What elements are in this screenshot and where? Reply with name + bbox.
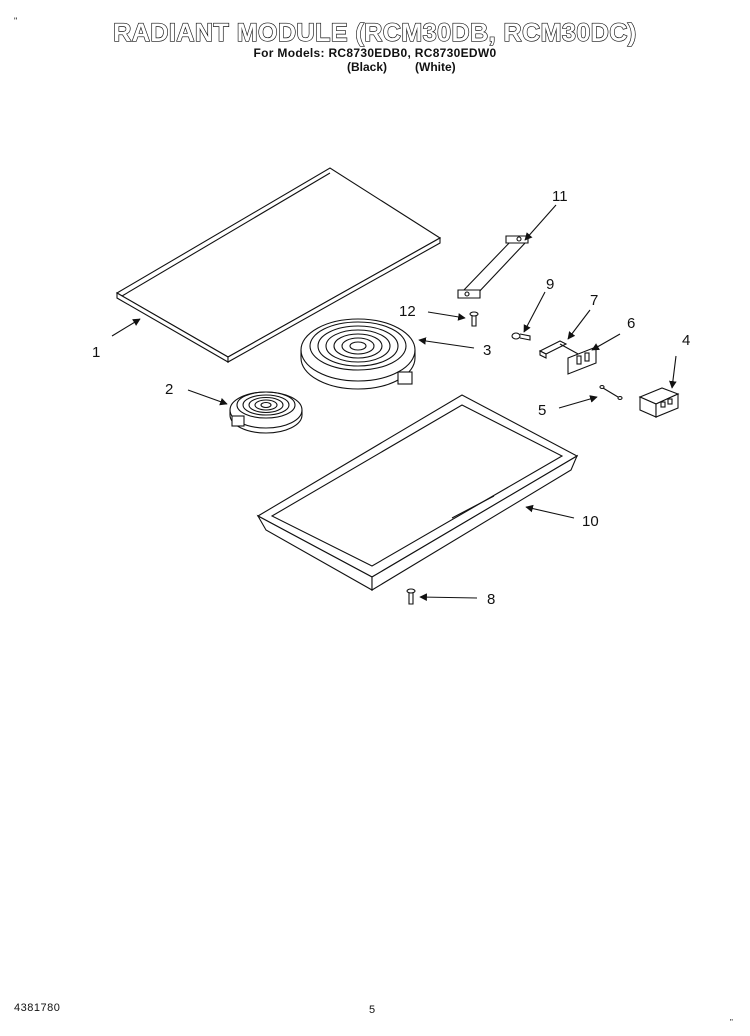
callout-2: 2: [165, 381, 173, 398]
color-variants: (Black) (White): [0, 60, 750, 75]
callout-numbers: 1 2 3 4 5 6 7 8 9 10 11 12: [92, 188, 690, 608]
callout-3: 3: [483, 342, 491, 359]
ground-wire: [599, 384, 623, 401]
color-black-label: (Black): [347, 60, 388, 74]
callout-11: 11: [552, 188, 568, 205]
page-header: RADIANT MODULE (RCM30DB, RCM30DC) For Mo…: [0, 18, 750, 75]
mounting-strap: [457, 235, 529, 299]
large-radiant-element: [300, 318, 416, 390]
screw-8: [406, 588, 416, 605]
leader-lines: [111, 204, 677, 601]
switch-box: [638, 387, 680, 418]
document-number: 4381780: [14, 1002, 61, 1014]
callout-12: 12: [399, 303, 416, 320]
callout-4: 4: [682, 332, 690, 349]
small-radiant-element: [229, 391, 303, 434]
model-list: For Models: RC8730EDB0, RC8730EDW0: [253, 46, 497, 60]
callout-7: 7: [590, 292, 598, 309]
callout-5: 5: [538, 402, 546, 419]
screw-12: [469, 311, 479, 327]
callout-8: 8: [487, 591, 495, 608]
callout-6: 6: [627, 315, 635, 332]
corner-mark-top: ": [14, 16, 18, 26]
callout-1: 1: [92, 344, 100, 361]
corner-mark-bottom: ": [730, 1018, 733, 1027]
color-white-label: (White): [415, 60, 456, 74]
callout-9: 9: [546, 276, 554, 293]
terminal-connector: [538, 340, 581, 359]
terminal-block: [567, 346, 597, 375]
screw-9: [511, 332, 531, 341]
module-pan: [256, 394, 579, 591]
page-title: RADIANT MODULE (RCM30DB, RCM30DC): [113, 18, 637, 47]
callout-10: 10: [582, 513, 599, 530]
page-number: 5: [369, 1004, 376, 1016]
glass-cooktop-panel: [115, 167, 442, 363]
